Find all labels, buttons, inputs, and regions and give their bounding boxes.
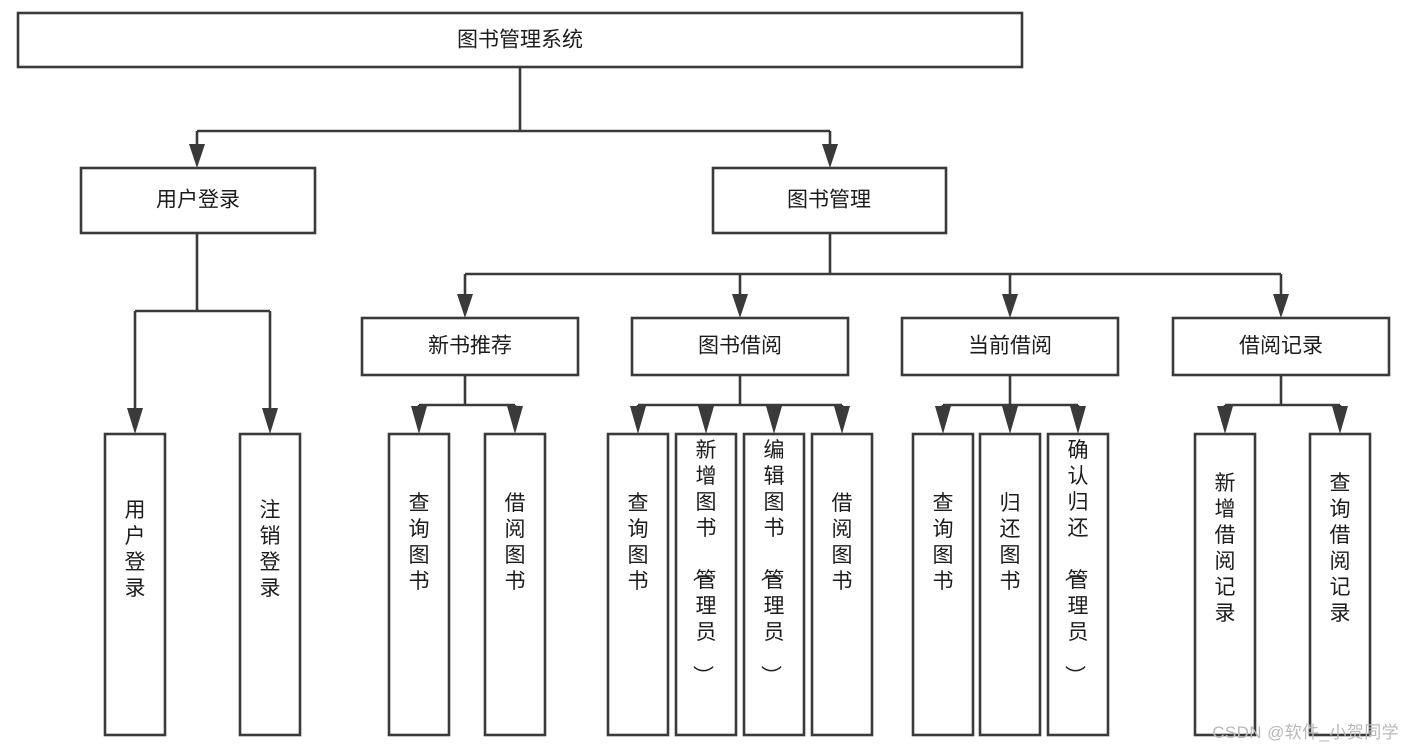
leaf-add-borrow-record-label: 新增借阅记录 — [1215, 472, 1236, 625]
connector-layer — [127, 67, 1348, 434]
arrow-leaf-logout — [262, 408, 278, 434]
leaf-query-book-current-label: 查询图书 — [933, 492, 954, 593]
node-user-login-box[interactable] — [79, 166, 317, 235]
leaf-borrow-book-label: 借阅图书 — [832, 492, 853, 593]
arrow-new-book-leaf2 — [507, 406, 523, 434]
node-book-manage-label: 图书管理 — [787, 189, 871, 212]
csdn-watermark: CSDN @软件_小贺同学 — [1212, 723, 1399, 742]
arrow-new-book-leaf1 — [411, 406, 427, 434]
arrow-to-book-manage — [822, 144, 838, 168]
leaf-add-borrow-record-box[interactable] — [1193, 432, 1257, 737]
arrow-to-book-borrow — [732, 294, 748, 318]
leaf-return-book-label: 归还图书 — [1000, 492, 1021, 593]
leaf-edit-book-admin-box[interactable] — [742, 432, 806, 737]
node-borrow-record-box[interactable] — [1171, 316, 1391, 377]
arrow-to-borrow-record — [1273, 294, 1289, 318]
leaf-borrow-book[interactable]: 借阅图书 — [810, 432, 874, 737]
arrow-current-borrow-leaf1 — [935, 406, 951, 434]
leaf-borrow-book-box[interactable] — [810, 432, 874, 737]
leaf-logout-label: 注销登录 — [260, 499, 281, 600]
leaf-confirm-return-admin[interactable]: 确认归还（管理员） — [1046, 432, 1110, 737]
arrow-borrow-record-leaf1 — [1217, 406, 1233, 434]
arrow-current-borrow-leaf3 — [1070, 406, 1086, 434]
leaf-query-book-borrow-box[interactable] — [606, 432, 670, 737]
leaf-user-login[interactable]: 用户登录 — [103, 432, 167, 737]
leaf-query-borrow-record-box[interactable] — [1308, 432, 1372, 737]
leaf-query-book-borrow-label: 查询图书 — [628, 492, 649, 593]
node-book-borrow[interactable]: 图书借阅 — [630, 316, 850, 377]
node-borrow-record-label: 借阅记录 — [1239, 335, 1323, 358]
node-borrow-record[interactable]: 借阅记录 — [1171, 316, 1391, 377]
arrow-to-current-borrow — [1002, 294, 1018, 318]
leaf-confirm-return-admin-box[interactable] — [1046, 432, 1110, 737]
leaf-user-login-box[interactable] — [103, 432, 167, 737]
arrow-current-borrow-leaf2 — [1002, 406, 1018, 434]
leaf-query-book-current[interactable]: 查询图书 — [911, 432, 975, 737]
leaf-add-book-admin-box[interactable] — [674, 432, 738, 737]
leaf-logout-box[interactable] — [238, 432, 302, 737]
leaf-query-book-current-box[interactable] — [911, 432, 975, 737]
leaf-query-borrow-record-label: 查询借阅记录 — [1330, 472, 1351, 625]
leaf-query-book-recommend-box[interactable] — [387, 432, 451, 737]
arrow-book-borrow-leaf4 — [834, 406, 850, 434]
leaf-borrow-book-recommend-label: 借阅图书 — [505, 492, 526, 593]
leaf-borrow-book-recommend-box[interactable] — [483, 432, 547, 737]
node-root[interactable]: 图书管理系统 — [16, 11, 1024, 69]
arrow-book-borrow-leaf3 — [766, 406, 782, 434]
leaf-user-login-label: 用户登录 — [125, 499, 146, 600]
node-book-manage-box[interactable] — [711, 166, 948, 235]
leaf-query-book-borrow[interactable]: 查询图书 — [606, 432, 670, 737]
leaf-query-borrow-record[interactable]: 查询借阅记录 — [1308, 432, 1372, 737]
arrow-borrow-record-leaf2 — [1332, 406, 1348, 434]
node-root-label: 图书管理系统 — [457, 29, 583, 52]
node-root-box[interactable] — [16, 11, 1024, 69]
leaf-query-book-recommend[interactable]: 查询图书 — [387, 432, 451, 737]
leaf-add-book-admin-label: 新增图书（管理员） — [691, 439, 717, 686]
leaf-return-book[interactable]: 归还图书 — [978, 432, 1042, 737]
node-new-book-recommend-box[interactable] — [360, 316, 580, 377]
node-user-login-label: 用户登录 — [156, 189, 240, 212]
arrow-to-new-book — [457, 294, 473, 318]
node-new-book-recommend[interactable]: 新书推荐 — [360, 316, 580, 377]
arrow-to-user-login — [189, 144, 205, 168]
arrow-leaf-user-login — [127, 408, 143, 434]
leaf-borrow-book-recommend[interactable]: 借阅图书 — [483, 432, 547, 737]
node-book-manage[interactable]: 图书管理 — [711, 166, 948, 235]
node-user-login[interactable]: 用户登录 — [79, 166, 317, 235]
leaf-return-book-box[interactable] — [978, 432, 1042, 737]
arrow-book-borrow-leaf1 — [630, 406, 646, 434]
arrow-book-borrow-leaf2 — [698, 406, 714, 434]
node-current-borrow-box[interactable] — [900, 316, 1120, 377]
leaf-add-book-admin[interactable]: 新增图书（管理员） — [674, 432, 738, 737]
leaf-edit-book-admin-label: 编辑图书（管理员） — [759, 439, 785, 686]
leaf-confirm-return-admin-label: 确认归还（管理员） — [1063, 439, 1089, 686]
node-book-borrow-label: 图书借阅 — [698, 335, 782, 358]
leaf-edit-book-admin[interactable]: 编辑图书（管理员） — [742, 432, 806, 737]
node-current-borrow-label: 当前借阅 — [968, 335, 1052, 358]
node-new-book-recommend-label: 新书推荐 — [428, 335, 512, 358]
leaf-logout[interactable]: 注销登录 — [238, 432, 302, 737]
node-current-borrow[interactable]: 当前借阅 — [900, 316, 1120, 377]
node-book-borrow-box[interactable] — [630, 316, 850, 377]
leaf-add-borrow-record[interactable]: 新增借阅记录 — [1193, 432, 1257, 737]
leaf-query-book-recommend-label: 查询图书 — [409, 492, 430, 593]
